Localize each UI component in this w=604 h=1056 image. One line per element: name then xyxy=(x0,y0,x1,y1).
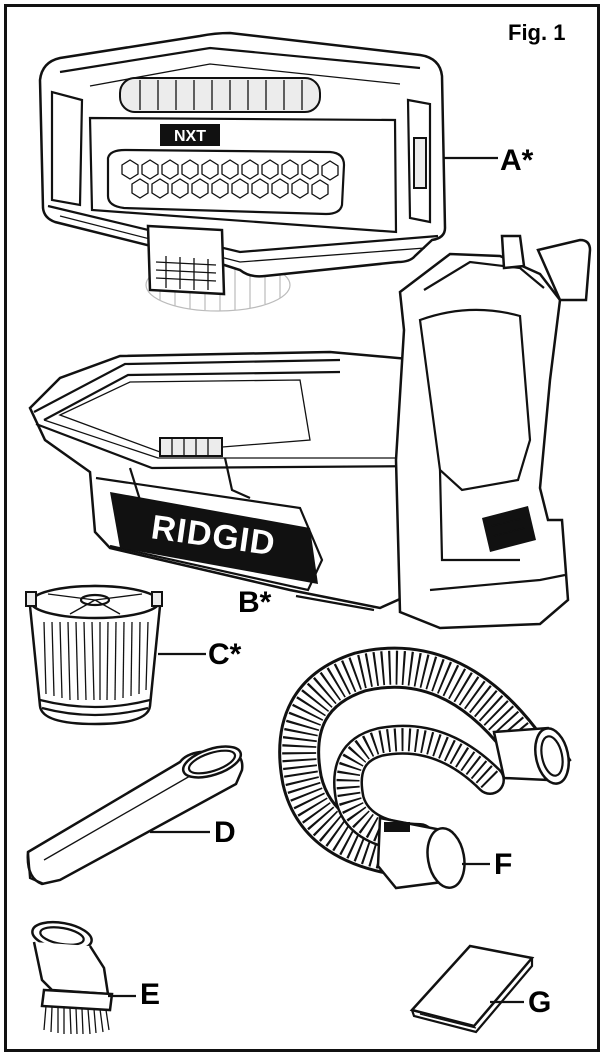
part-g-manual xyxy=(409,944,535,1034)
figure-title: Fig. 1 xyxy=(508,20,565,45)
powerhead-badge: NXT xyxy=(174,128,206,145)
label-b: B* xyxy=(238,586,272,619)
part-a-powerhead: NXT xyxy=(38,31,447,312)
label-a: A* xyxy=(500,144,534,177)
part-b-tank: RIDGID xyxy=(28,234,592,630)
label-e: E xyxy=(140,978,160,1011)
label-g: G xyxy=(528,986,551,1019)
label-c: C* xyxy=(208,638,242,671)
leader-line-b xyxy=(295,594,375,612)
part-e-brush xyxy=(31,920,114,1035)
label-d: D xyxy=(214,816,236,849)
label-f: F xyxy=(494,848,512,881)
part-c-filter xyxy=(25,584,163,726)
part-f-hose xyxy=(278,646,572,890)
part-d-crevice-tool xyxy=(26,745,244,886)
